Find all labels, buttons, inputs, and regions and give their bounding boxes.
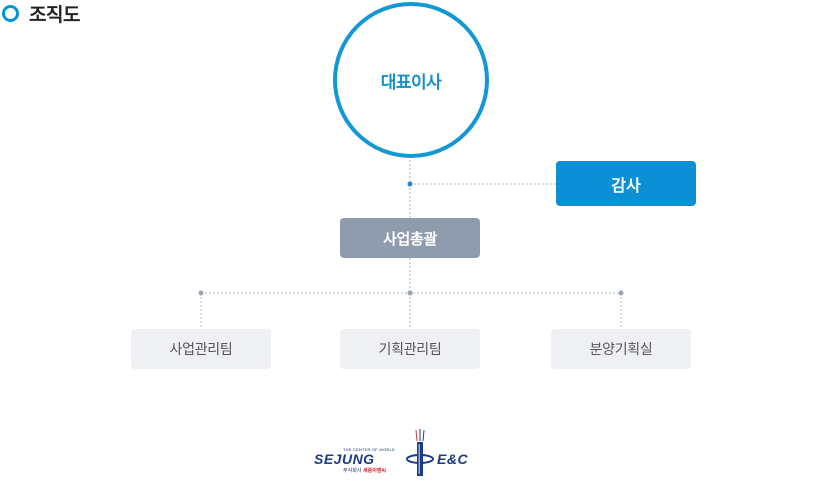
logo-tagline: THE CENTER OF WORLD	[343, 447, 396, 452]
general-management-node: 사업총괄	[340, 218, 480, 258]
logo-korean-name: 주식회사 세중이앤씨	[343, 467, 386, 474]
team-node-sales-planning: 분양기획실	[551, 329, 691, 369]
page-header: 조직도	[0, 0, 80, 26]
team-node-planning-management: 기획관리팀	[340, 329, 480, 369]
company-logo: THE CENTER OF WORLD SEJUNG E&C 주식회사 세중이앤…	[305, 428, 495, 480]
logo-korean-company: 세중이앤씨	[363, 468, 387, 474]
logo-name-left: SEJUNG	[314, 451, 375, 467]
logo-name-right: E&C	[437, 451, 469, 467]
junction-dot-audit	[407, 181, 413, 187]
logo-korean-prefix: 주식회사	[343, 468, 362, 474]
team-label: 분양기획실	[589, 342, 653, 358]
audit-label: 감사	[611, 175, 641, 195]
circle-bullet-icon	[2, 4, 19, 22]
audit-node: 감사	[556, 161, 696, 206]
team-label: 사업관리팀	[169, 342, 233, 358]
ceo-node: 대표이사	[333, 2, 489, 158]
team-node-business-management: 사업관리팀	[131, 329, 271, 369]
general-management-label: 사업총괄	[382, 229, 437, 248]
ceo-label: 대표이사	[380, 72, 442, 93]
logo-emblem-icon	[406, 429, 434, 476]
junction-dot-team-3	[618, 290, 624, 296]
team-label: 기획관리팀	[378, 342, 442, 358]
junction-dot-team-1	[198, 290, 204, 296]
page-title: 조직도	[29, 3, 80, 26]
junction-dot-team-2	[407, 290, 413, 296]
